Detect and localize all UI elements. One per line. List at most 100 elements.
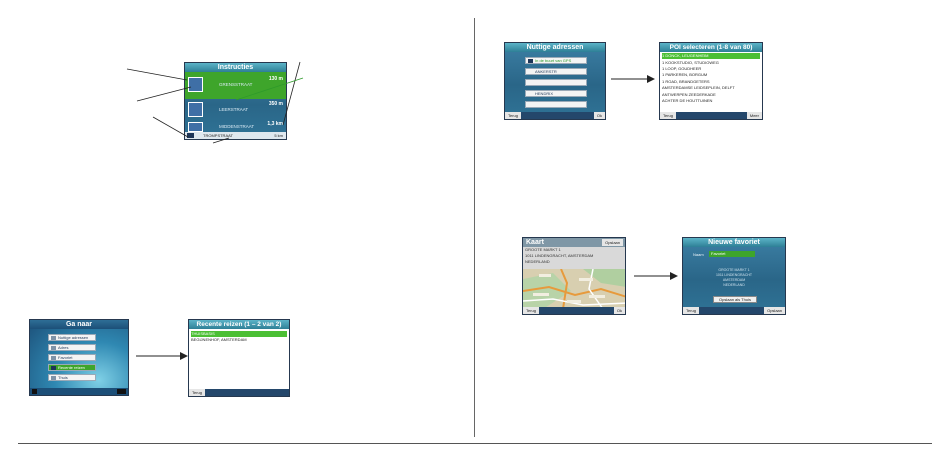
page-footer-rule — [18, 443, 932, 444]
list-item[interactable]: 1 KOOKSTUDIO, STUDIOWEG — [662, 60, 719, 65]
turn-right-arrow-icon — [188, 122, 203, 132]
name-input[interactable]: Favoriet — [709, 251, 755, 257]
list-item[interactable]: THUISBASIS — [191, 331, 287, 337]
column-divider — [474, 18, 475, 437]
street-field[interactable]: ANKERSTR — [525, 68, 587, 75]
new-favorite-footer: Terug Opslaan — [683, 307, 785, 314]
signal-icon — [187, 133, 194, 138]
ok-button[interactable]: Ok — [613, 307, 625, 314]
info-line: NEDERLAND — [525, 259, 550, 264]
info-line: GROOTE MARKT 1 — [525, 247, 561, 252]
address-icon — [51, 346, 56, 350]
ok-button[interactable]: Ok — [593, 112, 605, 119]
detail-line: 1011 LINDENGRACHT — [715, 273, 753, 277]
instructions-footer: TROMPSTRAAT 5 km — [185, 132, 286, 139]
poi-screen: POI selecteren (1-8 van 80) 1 DONCK, LEU… — [659, 42, 763, 120]
list-item[interactable]: 1 PARKEREN, BORGUM — [662, 72, 708, 77]
menu-item-favorite[interactable]: Favoriet — [48, 354, 96, 361]
favorite-details: GROOTE MARKT 1 1011 LINDENGRACHT AMSTERD… — [683, 268, 785, 288]
list-item[interactable]: BEGIJNENHOF, AMSTERDAM — [191, 337, 247, 342]
map-view[interactable] — [523, 269, 626, 309]
list-item[interactable]: ANTWERPEN ZEEDERKADE — [662, 92, 716, 97]
flow-arrowhead — [647, 75, 655, 83]
go-to-screen: Ga naar Nuttige adressen Adres Favoriet … — [29, 319, 129, 396]
back-icon[interactable] — [32, 389, 37, 394]
new-favorite-title: Nieuwe favoriet — [683, 238, 785, 247]
menu-item-label: Nuttige adressen — [58, 335, 89, 340]
callout-line — [212, 137, 230, 144]
home-icon — [51, 376, 56, 380]
detail-line: NEDERLAND — [723, 283, 745, 287]
name-field[interactable]: HENDRIX — [525, 90, 587, 97]
menu-item-address[interactable]: Adres — [48, 344, 96, 351]
callout-line — [235, 77, 304, 101]
list-item[interactable]: 1 LOOP, GOUDHEER — [662, 66, 702, 71]
instruction-row-1[interactable]: GRENSSTRAAT 130 m — [185, 72, 286, 99]
list-item[interactable]: 1 DONCK, LEUGENHEIM — [662, 53, 760, 59]
instruction-street: MIDDENSTRAAT — [219, 124, 255, 129]
poi-title: POI selecteren (1-8 van 80) — [660, 43, 762, 52]
menu-item-home[interactable]: Thuis — [48, 374, 96, 381]
map-title: Kaart — [523, 238, 625, 247]
menu-item-label: Favoriet — [58, 355, 73, 360]
list-item[interactable]: ACHTER DE HOUTTUINEN — [662, 98, 713, 103]
useful-addresses-screen: Nuttige adressen In de buurt van GPS ANK… — [504, 42, 606, 120]
save-button[interactable]: Opslaan — [764, 307, 785, 314]
map-footer: Terug Ok — [523, 307, 625, 314]
callout-line — [126, 68, 188, 81]
gps-field[interactable]: In de buurt van GPS — [525, 57, 587, 64]
callout-line — [282, 61, 301, 126]
callout-line — [136, 86, 192, 102]
back-button[interactable]: Terug — [523, 307, 540, 314]
detail-line: AMSTERDAM — [722, 278, 746, 282]
go-to-title: Ga naar — [30, 320, 128, 329]
menu-item-recent-trips[interactable]: Recente reizen — [48, 364, 96, 371]
car-icon — [51, 366, 56, 370]
back-button[interactable]: Terug — [683, 307, 700, 314]
info-line: 1011 LINDENGRACHT, AMSTERDAM — [525, 253, 594, 258]
save-button[interactable]: Opslaan — [602, 239, 623, 246]
recent-trips-screen: Recente reizen (1 – 2 van 2) THUISBASIS … — [188, 319, 290, 397]
instruction-street: LEERSTRAAT — [219, 107, 249, 112]
instruction-distance: 1,3 km — [267, 121, 283, 127]
recent-trips-title: Recente reizen (1 – 2 van 2) — [189, 320, 289, 329]
field-value: In de buurt van GPS — [535, 58, 572, 63]
field-value: ANKERSTR — [535, 69, 557, 74]
turn-left-arrow-icon — [188, 77, 203, 92]
list-item[interactable]: AMSTERDAMSE LEIDSEPLEIN, DELFT — [662, 85, 735, 90]
instruction-street: GRENSSTRAAT — [219, 82, 253, 87]
poi-icon — [51, 336, 56, 340]
back-button[interactable]: Terug — [505, 112, 522, 119]
recent-trips-footer: Terug — [189, 389, 289, 396]
menu-item-label: Adres — [58, 345, 69, 350]
map-info-panel: GROOTE MARKT 1 1011 LINDENGRACHT, AMSTER… — [523, 247, 625, 269]
detail-line: GROOTE MARKT 1 — [718, 268, 750, 272]
save-as-home-button[interactable]: Opslaan als Thuis — [713, 296, 757, 303]
flow-arrowhead — [670, 272, 678, 280]
field-value: HENDRIX — [535, 91, 554, 96]
instruction-row-3[interactable]: MIDDENSTRAAT 1,3 km — [185, 121, 286, 133]
more-button[interactable]: Meer — [746, 112, 762, 119]
list-item[interactable]: 1 ROAD, BRANDGETERS — [662, 79, 710, 84]
map-screen: Kaart Opslaan GROOTE MARKT 1 1011 LINDEN… — [522, 237, 626, 315]
star-icon — [51, 356, 56, 360]
back-button[interactable]: Terug — [189, 389, 206, 396]
menu-item-label: Recente reizen — [58, 365, 85, 370]
menu-item-useful-addresses[interactable]: Nuttige adressen — [48, 334, 96, 341]
back-button[interactable]: Terug — [660, 112, 677, 119]
empty-field[interactable] — [525, 79, 587, 86]
instruction-distance: 350 m — [268, 101, 283, 107]
current-street: TROMPSTRAAT — [203, 133, 233, 138]
instructions-screen: Instructies GRENSSTRAAT 130 m LEERSTRAAT… — [184, 62, 287, 140]
gps-icon — [528, 59, 533, 63]
close-icon[interactable] — [117, 389, 126, 394]
instruction-row-2[interactable]: LEERSTRAAT 350 m — [185, 97, 286, 124]
remaining-distance: 5 km — [274, 133, 283, 138]
instructions-title: Instructies — [185, 63, 286, 72]
empty-field[interactable] — [525, 101, 587, 108]
useful-addresses-title: Nuttige adressen — [505, 43, 605, 52]
new-favorite-screen: Nieuwe favoriet Naam Favoriet GROOTE MAR… — [682, 237, 786, 315]
useful-addresses-footer: Terug Ok — [505, 112, 605, 119]
menu-item-label: Thuis — [58, 375, 68, 380]
